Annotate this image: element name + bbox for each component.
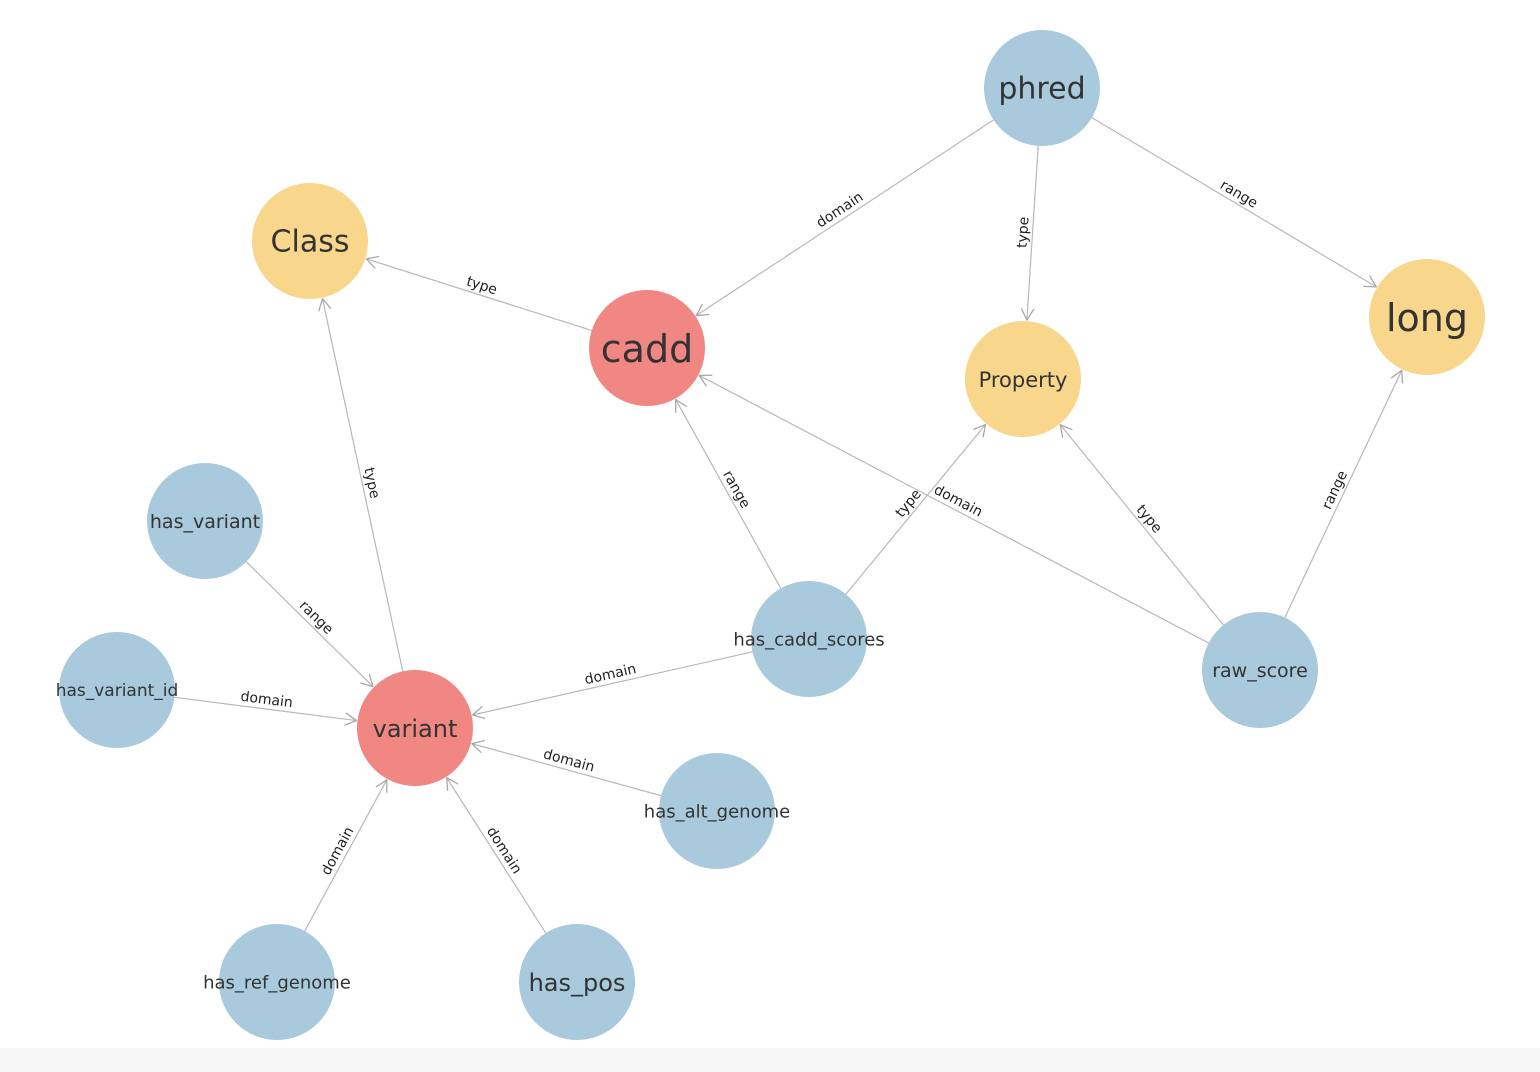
arrow-head-icon — [1059, 424, 1073, 438]
edge-has_cadd_scores-type-property — [845, 423, 987, 595]
arrow-head-icon — [698, 374, 713, 387]
node-circle[interactable] — [984, 30, 1100, 146]
edge-line — [1091, 117, 1377, 288]
node-circle[interactable] — [1369, 259, 1485, 375]
edge-line — [1026, 145, 1039, 321]
arrow-head-icon — [446, 777, 459, 791]
node-property[interactable]: Property — [965, 321, 1081, 437]
edge-raw_score-range-long — [1284, 369, 1404, 618]
edge-line — [174, 696, 357, 722]
edge-has_cadd_scores-range-cadd — [675, 398, 782, 589]
arrow-head-icon — [1390, 369, 1404, 384]
node-circle[interactable] — [219, 924, 335, 1040]
edge-line — [1284, 370, 1403, 618]
arrow-head-icon — [675, 398, 687, 413]
arrow-head-icon — [1020, 308, 1035, 321]
node-circle[interactable] — [589, 290, 705, 406]
node-circle[interactable] — [357, 670, 473, 786]
edges-layer — [174, 117, 1404, 934]
edge-label: range — [1217, 177, 1260, 212]
edge-cadd-type-class — [365, 255, 592, 332]
node-circle[interactable] — [751, 581, 867, 697]
node-circle[interactable] — [965, 321, 1081, 437]
edge-has_variant_id-domain-variant — [174, 696, 358, 726]
edge-variant-type-class — [318, 298, 404, 672]
edge-raw_score-type-property — [1059, 424, 1224, 626]
edge-line — [245, 561, 374, 688]
arrow-head-icon — [365, 255, 380, 269]
edge-line — [675, 399, 782, 589]
arrow-head-icon — [360, 673, 374, 688]
edge-line — [471, 743, 662, 797]
edge-has_pos-domain-variant — [446, 777, 547, 934]
edge-label: domain — [483, 824, 525, 877]
node-circle[interactable] — [252, 183, 368, 299]
edge-line — [304, 779, 388, 932]
node-long[interactable]: long — [1369, 259, 1485, 375]
node-phred[interactable]: phred — [984, 30, 1100, 146]
edge-has_alt_genome-domain-variant — [471, 740, 662, 797]
edge-phred-type-property — [1020, 145, 1039, 321]
arrow-head-icon — [344, 712, 358, 726]
node-has-variant-id[interactable]: has_variant_id — [56, 632, 179, 748]
edge-line — [695, 119, 994, 317]
node-has-pos[interactable]: has_pos — [519, 924, 635, 1040]
edge-label: range — [296, 598, 336, 638]
edge-label: type — [360, 466, 382, 500]
edge-label: type — [464, 274, 499, 299]
arrow-head-icon — [318, 298, 332, 312]
node-has-ref-genome[interactable]: has_ref_genome — [203, 924, 351, 1040]
edge-line — [698, 374, 1209, 644]
edge-line — [1059, 424, 1224, 626]
edge-label: domain — [240, 689, 294, 712]
edge-label: range — [719, 468, 753, 511]
arrow-head-icon — [471, 706, 486, 720]
bottom-bar — [0, 1048, 1540, 1072]
edge-label: domain — [541, 746, 596, 775]
edge-line — [472, 651, 753, 716]
node-class[interactable]: Class — [252, 183, 368, 299]
node-circle[interactable] — [519, 924, 635, 1040]
arrow-head-icon — [471, 740, 485, 753]
edge-phred-domain-cadd — [695, 119, 994, 317]
edge-has_ref_genome-domain-variant — [304, 779, 388, 932]
arrow-head-icon — [973, 423, 987, 438]
node-has-variant[interactable]: has_variant — [147, 463, 263, 579]
node-cadd[interactable]: cadd — [589, 290, 705, 406]
edge-label: type — [1015, 216, 1033, 248]
node-circle[interactable] — [147, 463, 263, 579]
arrow-head-icon — [695, 303, 710, 317]
edge-has_variant-range-variant — [245, 561, 374, 688]
node-variant[interactable]: variant — [357, 670, 473, 786]
edge-line — [446, 777, 547, 934]
arrow-head-icon — [1363, 275, 1377, 288]
edge-line — [845, 424, 986, 595]
edge-line — [366, 258, 592, 332]
node-circle[interactable] — [1202, 612, 1318, 728]
edge-phred-range-long — [1091, 117, 1377, 288]
edge-label: domain — [814, 189, 867, 231]
node-circle[interactable] — [659, 753, 775, 869]
node-raw-score[interactable]: raw_score — [1202, 612, 1318, 728]
edge-label: range — [1319, 468, 1351, 512]
edge-raw_score-domain-cadd — [698, 374, 1209, 644]
edge-has_cadd_scores-domain-variant — [471, 651, 753, 720]
edge-line — [321, 298, 404, 672]
node-has-alt-genome[interactable]: has_alt_genome — [644, 753, 790, 869]
node-circle[interactable] — [59, 632, 175, 748]
arrow-head-icon — [375, 779, 388, 794]
node-has-cadd-scores[interactable]: has_cadd_scores — [733, 581, 885, 697]
